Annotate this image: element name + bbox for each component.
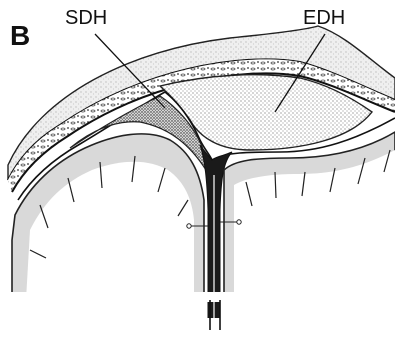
panel-letter: B <box>10 22 30 50</box>
edh-label: EDH <box>303 8 345 28</box>
sdh-label: SDH <box>65 8 107 28</box>
